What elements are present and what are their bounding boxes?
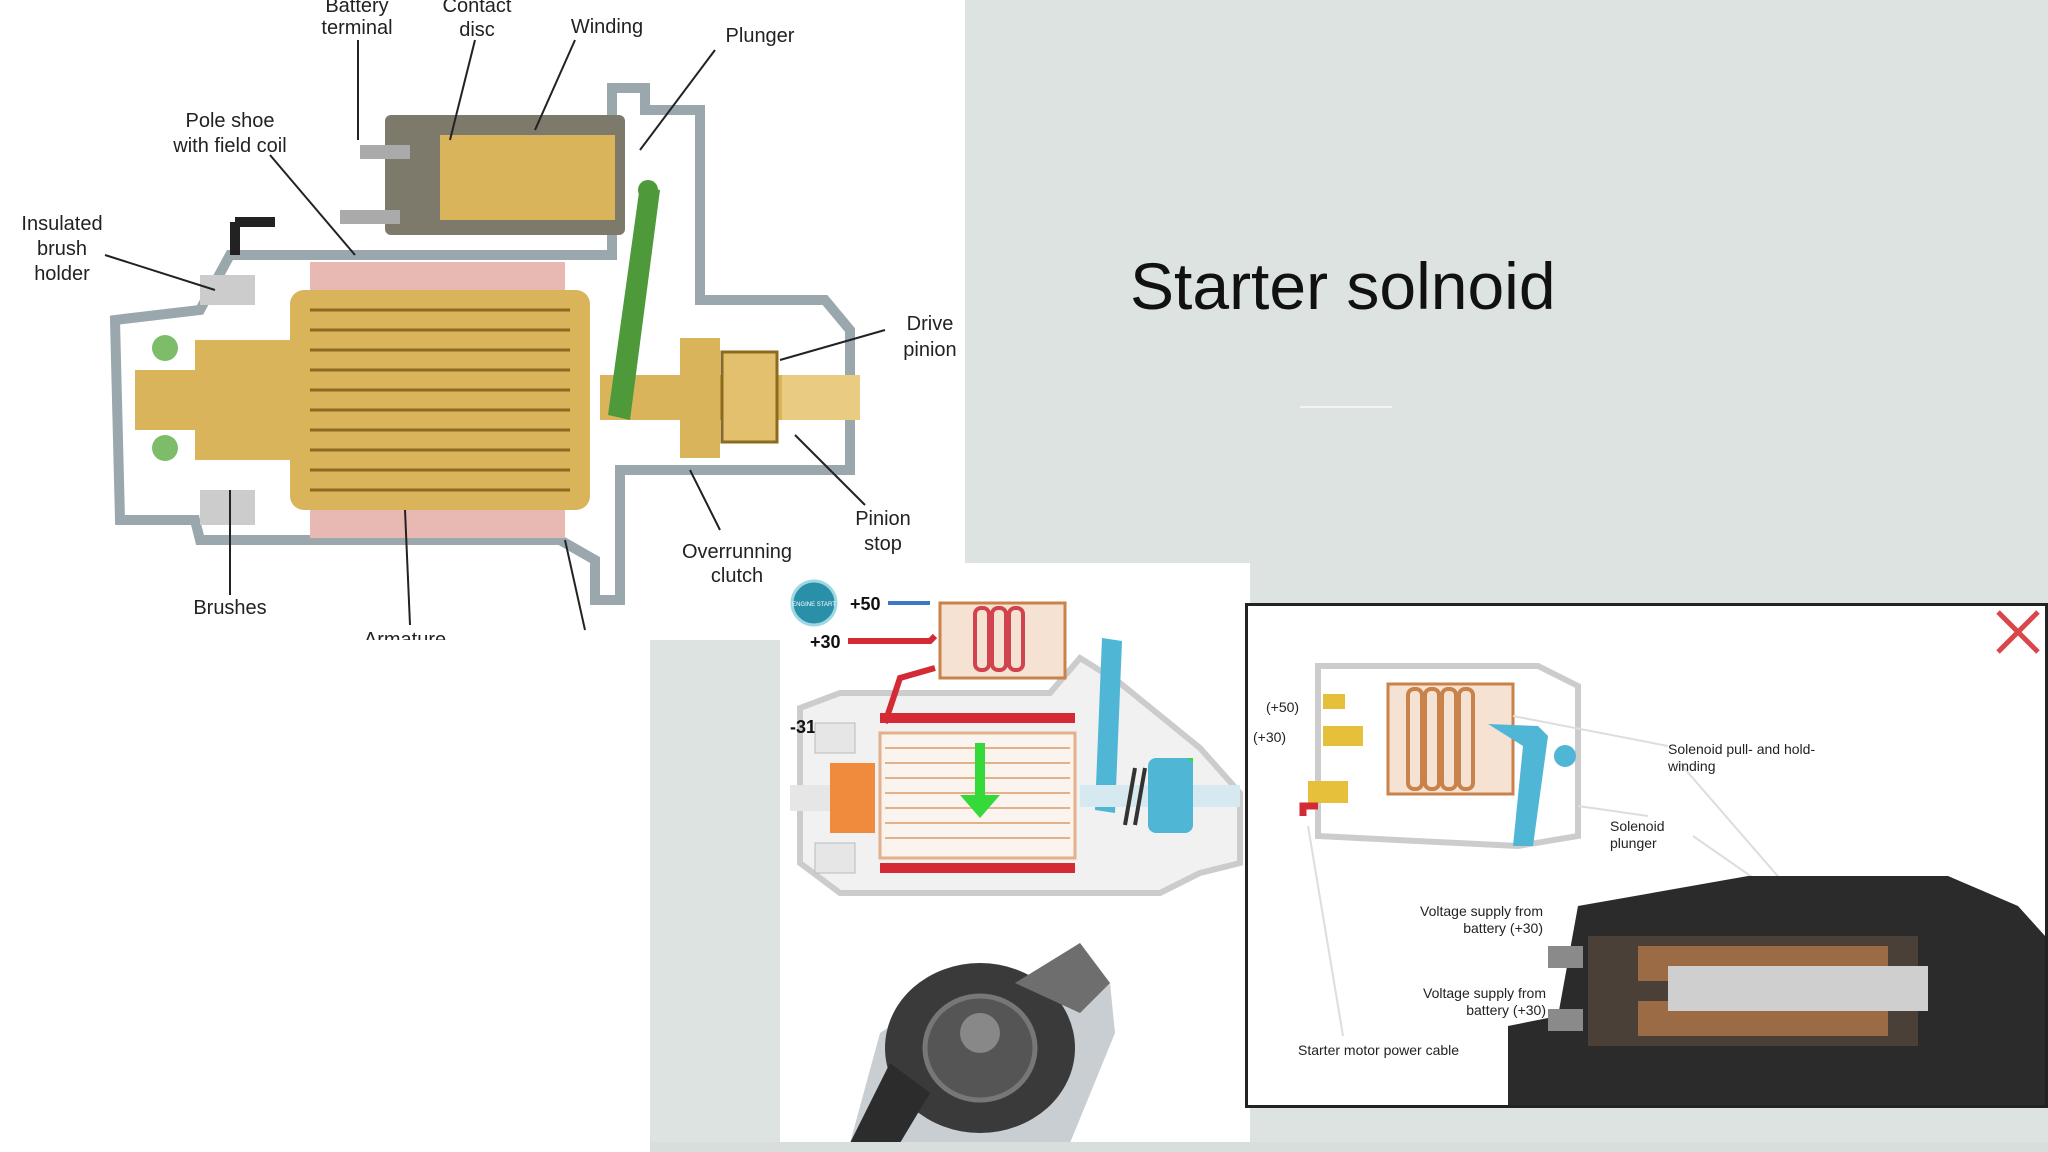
solenoid-to-motor-wire bbox=[882, 665, 936, 724]
label-battery-terminal-2: terminal bbox=[321, 17, 392, 39]
close-icon[interactable] bbox=[1992, 606, 2044, 658]
engagement-lever bbox=[608, 185, 660, 420]
label-pole-shoe-2: with field coil bbox=[172, 135, 286, 157]
battery-terminal-stud bbox=[360, 145, 410, 159]
label-supply-a-2: battery (+30) bbox=[1463, 920, 1543, 936]
label-insulated-1: Insulated bbox=[21, 213, 102, 235]
cutaway-terminal-bottom bbox=[1548, 1009, 1583, 1031]
schematic-clutch-spring bbox=[1123, 767, 1147, 826]
slide-bottom-strip bbox=[650, 1142, 2048, 1152]
motor-terminal-stud bbox=[340, 210, 400, 224]
housing-outline bbox=[109, 83, 855, 605]
solenoid-plunger-pivot bbox=[1554, 745, 1576, 767]
field-winding-bottom bbox=[880, 863, 1075, 873]
engine-start-button-icon bbox=[790, 579, 838, 627]
schematic-rear-shaft bbox=[790, 785, 830, 811]
solenoid-labelled-diagram: (+50) (+30) Solenoid pull- and hold- win… bbox=[1245, 603, 2048, 1108]
solenoid-plunger bbox=[440, 135, 615, 220]
schematic-brush-bottom bbox=[814, 842, 856, 874]
label-cable: Starter motor power cable bbox=[1298, 1042, 1459, 1058]
label-pole-shoe-1: Pole shoe bbox=[186, 110, 275, 132]
field-winding-top bbox=[880, 713, 1075, 723]
schematic-solenoid bbox=[938, 601, 1067, 680]
starter-motor-cutaway-svg: Battery terminal Contact disc Winding Pl… bbox=[21, 0, 956, 640]
insulated-brush-holder bbox=[200, 275, 255, 305]
terminal-31-label: -31 bbox=[790, 717, 816, 737]
cutaway-terminal-top bbox=[1548, 946, 1583, 968]
pinion-stop-shaft bbox=[782, 375, 860, 420]
slide-background-panel bbox=[965, 0, 2048, 563]
label-drive-pinion-2: pinion bbox=[903, 339, 956, 361]
solenoid-plunger-lever bbox=[1488, 724, 1548, 846]
motor-terminal-bolt bbox=[1308, 781, 1348, 803]
schematic-brush-top bbox=[814, 722, 856, 754]
starter-schematic-panel: ENGINE START +50 +30 -31 bbox=[780, 563, 1250, 1143]
bearing-bottom bbox=[152, 435, 178, 461]
label-armature: Armature bbox=[364, 629, 446, 640]
slide-title: Starter solnoid bbox=[1130, 249, 1556, 323]
motor-power-cable-stub bbox=[1299, 802, 1318, 816]
leader-lines bbox=[104, 39, 886, 631]
commutator bbox=[195, 340, 295, 460]
label-contact-disc-2: disc bbox=[459, 19, 495, 41]
label-insulated-2: brush bbox=[37, 238, 87, 260]
label-brushes: Brushes bbox=[193, 597, 266, 619]
brush-lower bbox=[200, 490, 255, 525]
starter-schematic-svg: ENGINE START +50 +30 -31 bbox=[790, 579, 1243, 1143]
schematic-pinion bbox=[1148, 758, 1193, 833]
label-pull-hold-1: Solenoid pull- and hold- bbox=[1668, 741, 1815, 757]
title-underline bbox=[1300, 406, 1392, 408]
schematic-solenoid-winding bbox=[973, 606, 1025, 672]
field-coil-bottom bbox=[310, 510, 565, 538]
starter-motor-cutaway-diagram: Battery terminal Contact disc Winding Pl… bbox=[0, 0, 965, 640]
schematic-engagement-lever bbox=[1095, 638, 1122, 813]
photo-pinion-gear bbox=[960, 1013, 1000, 1053]
photo-solenoid bbox=[1015, 943, 1110, 1013]
label-pinion-stop-2: stop bbox=[864, 533, 902, 555]
bearing-top bbox=[152, 335, 178, 361]
overrunning-clutch bbox=[680, 338, 720, 458]
label-plunger-2: plunger bbox=[1610, 835, 1657, 851]
label-drive-pinion-1: Drive bbox=[907, 313, 954, 335]
label-overrunning-2: clutch bbox=[711, 565, 763, 587]
cutaway-plunger bbox=[1668, 966, 1928, 1011]
label-pull-hold-2: winding bbox=[1667, 758, 1715, 774]
lever-pivot bbox=[638, 180, 658, 200]
label-plunger: Plunger bbox=[726, 25, 795, 47]
armature-rotation-arrow-icon bbox=[960, 743, 1000, 818]
solenoid-labelled-svg: (+50) (+30) Solenoid pull- and hold- win… bbox=[1253, 663, 2045, 1105]
terminal-50-bolt bbox=[1323, 694, 1345, 709]
label-insulated-3: holder bbox=[34, 263, 90, 285]
drive-pinion bbox=[720, 350, 779, 444]
label-winding: Winding bbox=[571, 16, 643, 38]
solenoid-housing-outline bbox=[1315, 663, 1581, 850]
field-coil-top bbox=[310, 262, 565, 290]
terminal-30-bolt bbox=[1323, 726, 1363, 746]
pull-hold-winding bbox=[1406, 687, 1475, 791]
label-battery-terminal-1: Battery bbox=[325, 0, 388, 17]
terminal-30-wire bbox=[848, 633, 938, 644]
rear-shaft bbox=[135, 370, 205, 430]
label-plunger-1: Solenoid bbox=[1610, 818, 1665, 834]
armature bbox=[290, 290, 590, 510]
label-overrunning-1: Overrunning bbox=[682, 541, 792, 563]
terminal-50-label: +50 bbox=[850, 594, 881, 614]
label-supply-b-1: Voltage supply from bbox=[1423, 985, 1546, 1001]
label-p30: (+30) bbox=[1253, 729, 1286, 745]
armature-laminations bbox=[310, 308, 570, 492]
engine-start-label: ENGINE START bbox=[792, 602, 836, 608]
photo-sleeve bbox=[850, 1063, 930, 1143]
label-p50: (+50) bbox=[1266, 699, 1299, 715]
terminal-30-label: +30 bbox=[810, 632, 841, 652]
schematic-commutator bbox=[830, 763, 875, 833]
label-contact-disc-1: Contact bbox=[443, 0, 512, 17]
label-supply-a-1: Voltage supply from bbox=[1420, 903, 1543, 919]
label-pinion-stop-1: Pinion bbox=[855, 508, 911, 530]
label-supply-b-2: battery (+30) bbox=[1466, 1002, 1546, 1018]
